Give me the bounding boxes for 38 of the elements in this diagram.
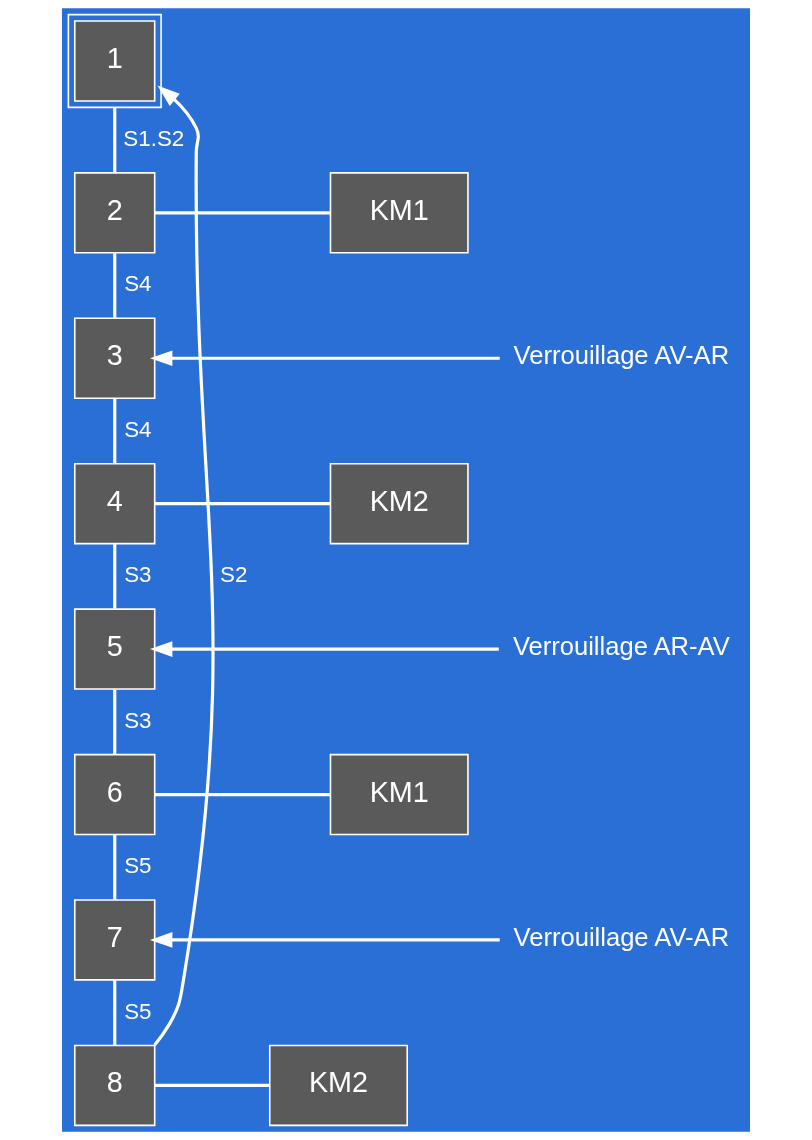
connector xyxy=(113,835,117,900)
connector xyxy=(154,1083,270,1087)
node-box: KM1 xyxy=(329,172,469,254)
node-box: 5 xyxy=(74,608,156,690)
arrow xyxy=(153,85,215,1046)
edge-label: S4 xyxy=(124,416,152,442)
connector xyxy=(113,107,117,173)
node-text: Verrouillage AV-AR xyxy=(513,923,730,952)
node-box: 2 xyxy=(74,172,156,254)
connector xyxy=(154,502,331,506)
edge-label: S5 xyxy=(124,998,152,1024)
connector xyxy=(113,689,117,755)
node-box: 4 xyxy=(74,462,156,545)
connector xyxy=(154,211,331,215)
edge-label: S5 xyxy=(124,853,152,879)
node-box: KM1 xyxy=(329,753,469,836)
arrow xyxy=(149,932,500,948)
connector xyxy=(113,544,117,609)
arrow xyxy=(149,350,500,367)
node-box: 6 xyxy=(74,753,156,836)
arrow xyxy=(149,641,499,657)
connector xyxy=(154,792,331,797)
node-box: 8 xyxy=(74,1044,156,1127)
edge-label: S4 xyxy=(124,271,152,297)
node-box: KM2 xyxy=(268,1044,408,1127)
node-text: Verrouillage AV-AR xyxy=(513,341,730,370)
node-text: Verrouillage AR-AV xyxy=(512,632,730,661)
connector xyxy=(113,980,117,1045)
node-box: 1 xyxy=(67,13,162,109)
connector xyxy=(113,253,117,318)
edge-label: S3 xyxy=(124,562,152,588)
edge-label: S1.S2 xyxy=(123,126,185,152)
connector xyxy=(113,398,117,464)
node-box: 3 xyxy=(74,317,156,399)
node-box: KM2 xyxy=(329,462,469,545)
node-box: 7 xyxy=(74,899,156,981)
edge-label: S2 xyxy=(220,562,248,588)
edge-label: S3 xyxy=(124,707,152,733)
